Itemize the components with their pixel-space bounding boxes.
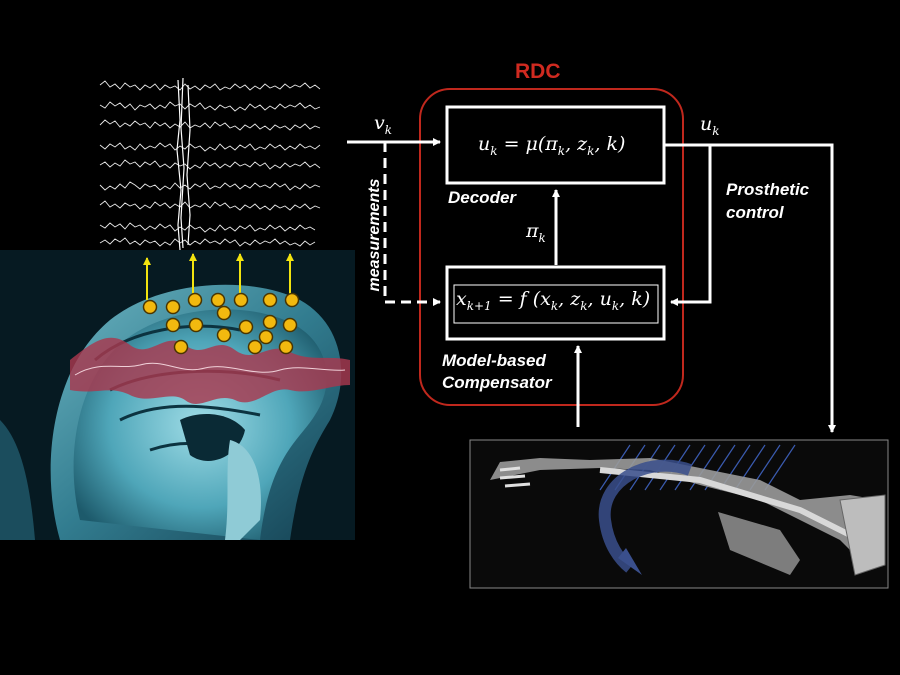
neural-activity-band: [70, 337, 350, 404]
rotation-arrow: [598, 459, 693, 573]
signal-arrows: [143, 253, 294, 300]
rdc-container: [419, 88, 684, 406]
eeg-traces: [99, 77, 321, 251]
pi-k-label: πk: [526, 220, 546, 245]
neural-wave-line: [74, 362, 346, 376]
decoder-equation: uk = μ(πk, zk, k): [478, 133, 625, 158]
v-k-label: vk: [374, 112, 392, 137]
eq-sub: k: [587, 143, 595, 158]
eq-sub: k: [557, 143, 566, 158]
flow-arrows: [347, 138, 836, 433]
eq-k: , k): [594, 133, 626, 155]
pi-sub: k: [538, 230, 546, 245]
decoder-label: Decoder: [448, 188, 517, 207]
eq-mu: = μ(π: [503, 133, 558, 155]
rotation-arrow-head: [618, 548, 642, 575]
compensator-inner-box: [453, 284, 659, 324]
compensator-box: [445, 265, 666, 341]
prosthetic-label-line1: Prosthetic: [726, 180, 810, 199]
eq-u: u: [478, 133, 491, 155]
prosthetic-label-line2: control: [726, 203, 784, 222]
v-symbol: v: [374, 112, 385, 134]
compensator-equation: xk+1 = f (xk, zk, uk, k): [456, 288, 651, 313]
u-symbol: u: [700, 113, 713, 135]
electrodes: [142, 292, 300, 355]
u-k-label: uk: [700, 113, 720, 138]
compensator-label-line1: Model-based: [442, 351, 546, 370]
rdc-title: RDC: [515, 60, 561, 83]
eq-z: , z: [565, 133, 588, 155]
pi-symbol: π: [526, 220, 539, 242]
v-sub: k: [384, 122, 393, 137]
compensator-label-line2: Compensator: [442, 373, 552, 392]
eq-sub: k: [490, 143, 498, 158]
u-sub: k: [712, 123, 720, 138]
measurements-label: measurements: [366, 178, 383, 292]
